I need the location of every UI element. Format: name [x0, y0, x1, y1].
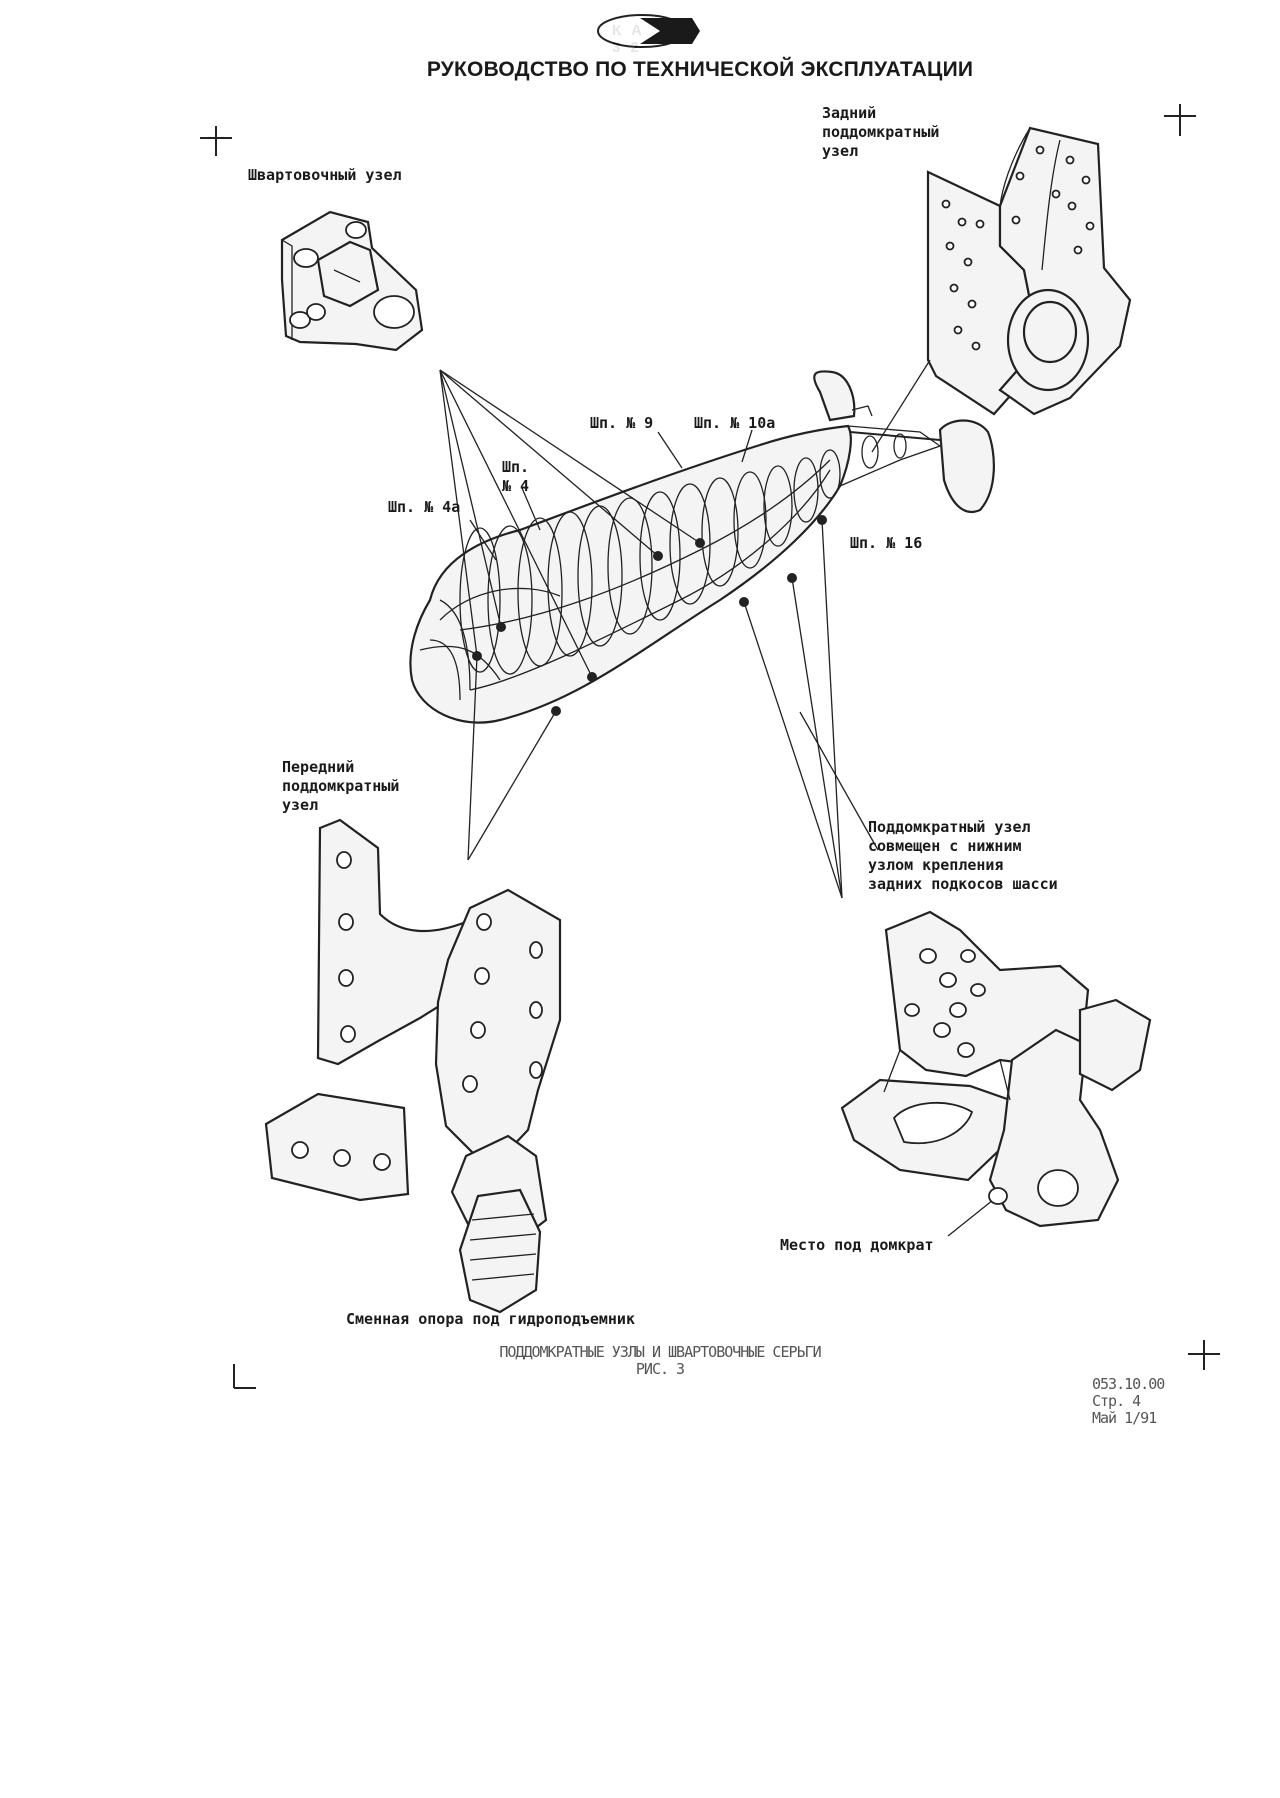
crop-mark-top-left: [200, 126, 232, 156]
label-replaceable-support: Сменная опора под гидроподъемник: [346, 1310, 635, 1328]
label-jack-place: Место под домкрат: [780, 1236, 934, 1254]
label-frame-4: Шп. № 4: [502, 458, 530, 495]
page-number: Стр. 4: [1092, 1392, 1141, 1410]
mooring-node-drawing: [280, 210, 424, 352]
label-mooring-node: Швартовочный узел: [248, 166, 402, 184]
revision-date: Май 1/91: [1092, 1409, 1157, 1427]
logo-text: КА 32: [612, 22, 652, 56]
doc-code: 053.10.00: [1092, 1375, 1165, 1393]
ka32-logo-icon: [597, 14, 700, 48]
crop-mark-bottom-right: [1188, 1340, 1220, 1370]
page-title: РУКОВОДСТВО ПО ТЕХНИЧЕСКОЙ ЭКСПЛУАТАЦИИ: [426, 58, 974, 81]
label-frame-4a: Шп. № 4а: [388, 498, 461, 516]
combined-jack-node-drawing: [840, 910, 1152, 1228]
crop-mark-top-right: [1164, 104, 1196, 136]
label-frame-10a: Шп. № 10а: [694, 414, 776, 432]
label-front-jack-node: Передний поддомкратный узел: [282, 758, 400, 814]
label-combined-jack-node: Поддомкратный узел совмещен с нижним узл…: [868, 818, 1058, 893]
caption-line-2: РИС. 3: [635, 1360, 685, 1378]
crop-mark-bottom-left: [233, 1364, 256, 1389]
label-frame-9: Шп. № 9: [590, 414, 654, 432]
figure-caption: ПОДДОМКРАТНЫЕ УЗЛЫ И ШВАРТОВОЧНЫЕ СЕРЬГИ…: [440, 1344, 880, 1378]
logo: КА 32: [598, 18, 690, 56]
leader-lines: [439, 359, 999, 1297]
caption-line-1: ПОДДОМКРАТНЫЕ УЗЛЫ И ШВАРТОВОЧНЫЕ СЕРЬГИ: [499, 1343, 821, 1361]
label-frame-16: Шп. № 16: [850, 534, 923, 552]
rear-jack-node-drawing: [926, 126, 1132, 416]
fuselage-frame-drawing: [409, 370, 995, 724]
front-jack-node-drawing: [264, 818, 562, 1314]
footer-reference: 053.10.00 Стр. 4 Май 1/91: [1092, 1375, 1165, 1427]
label-rear-jack-node: Задний поддомкратный узел: [822, 104, 940, 160]
